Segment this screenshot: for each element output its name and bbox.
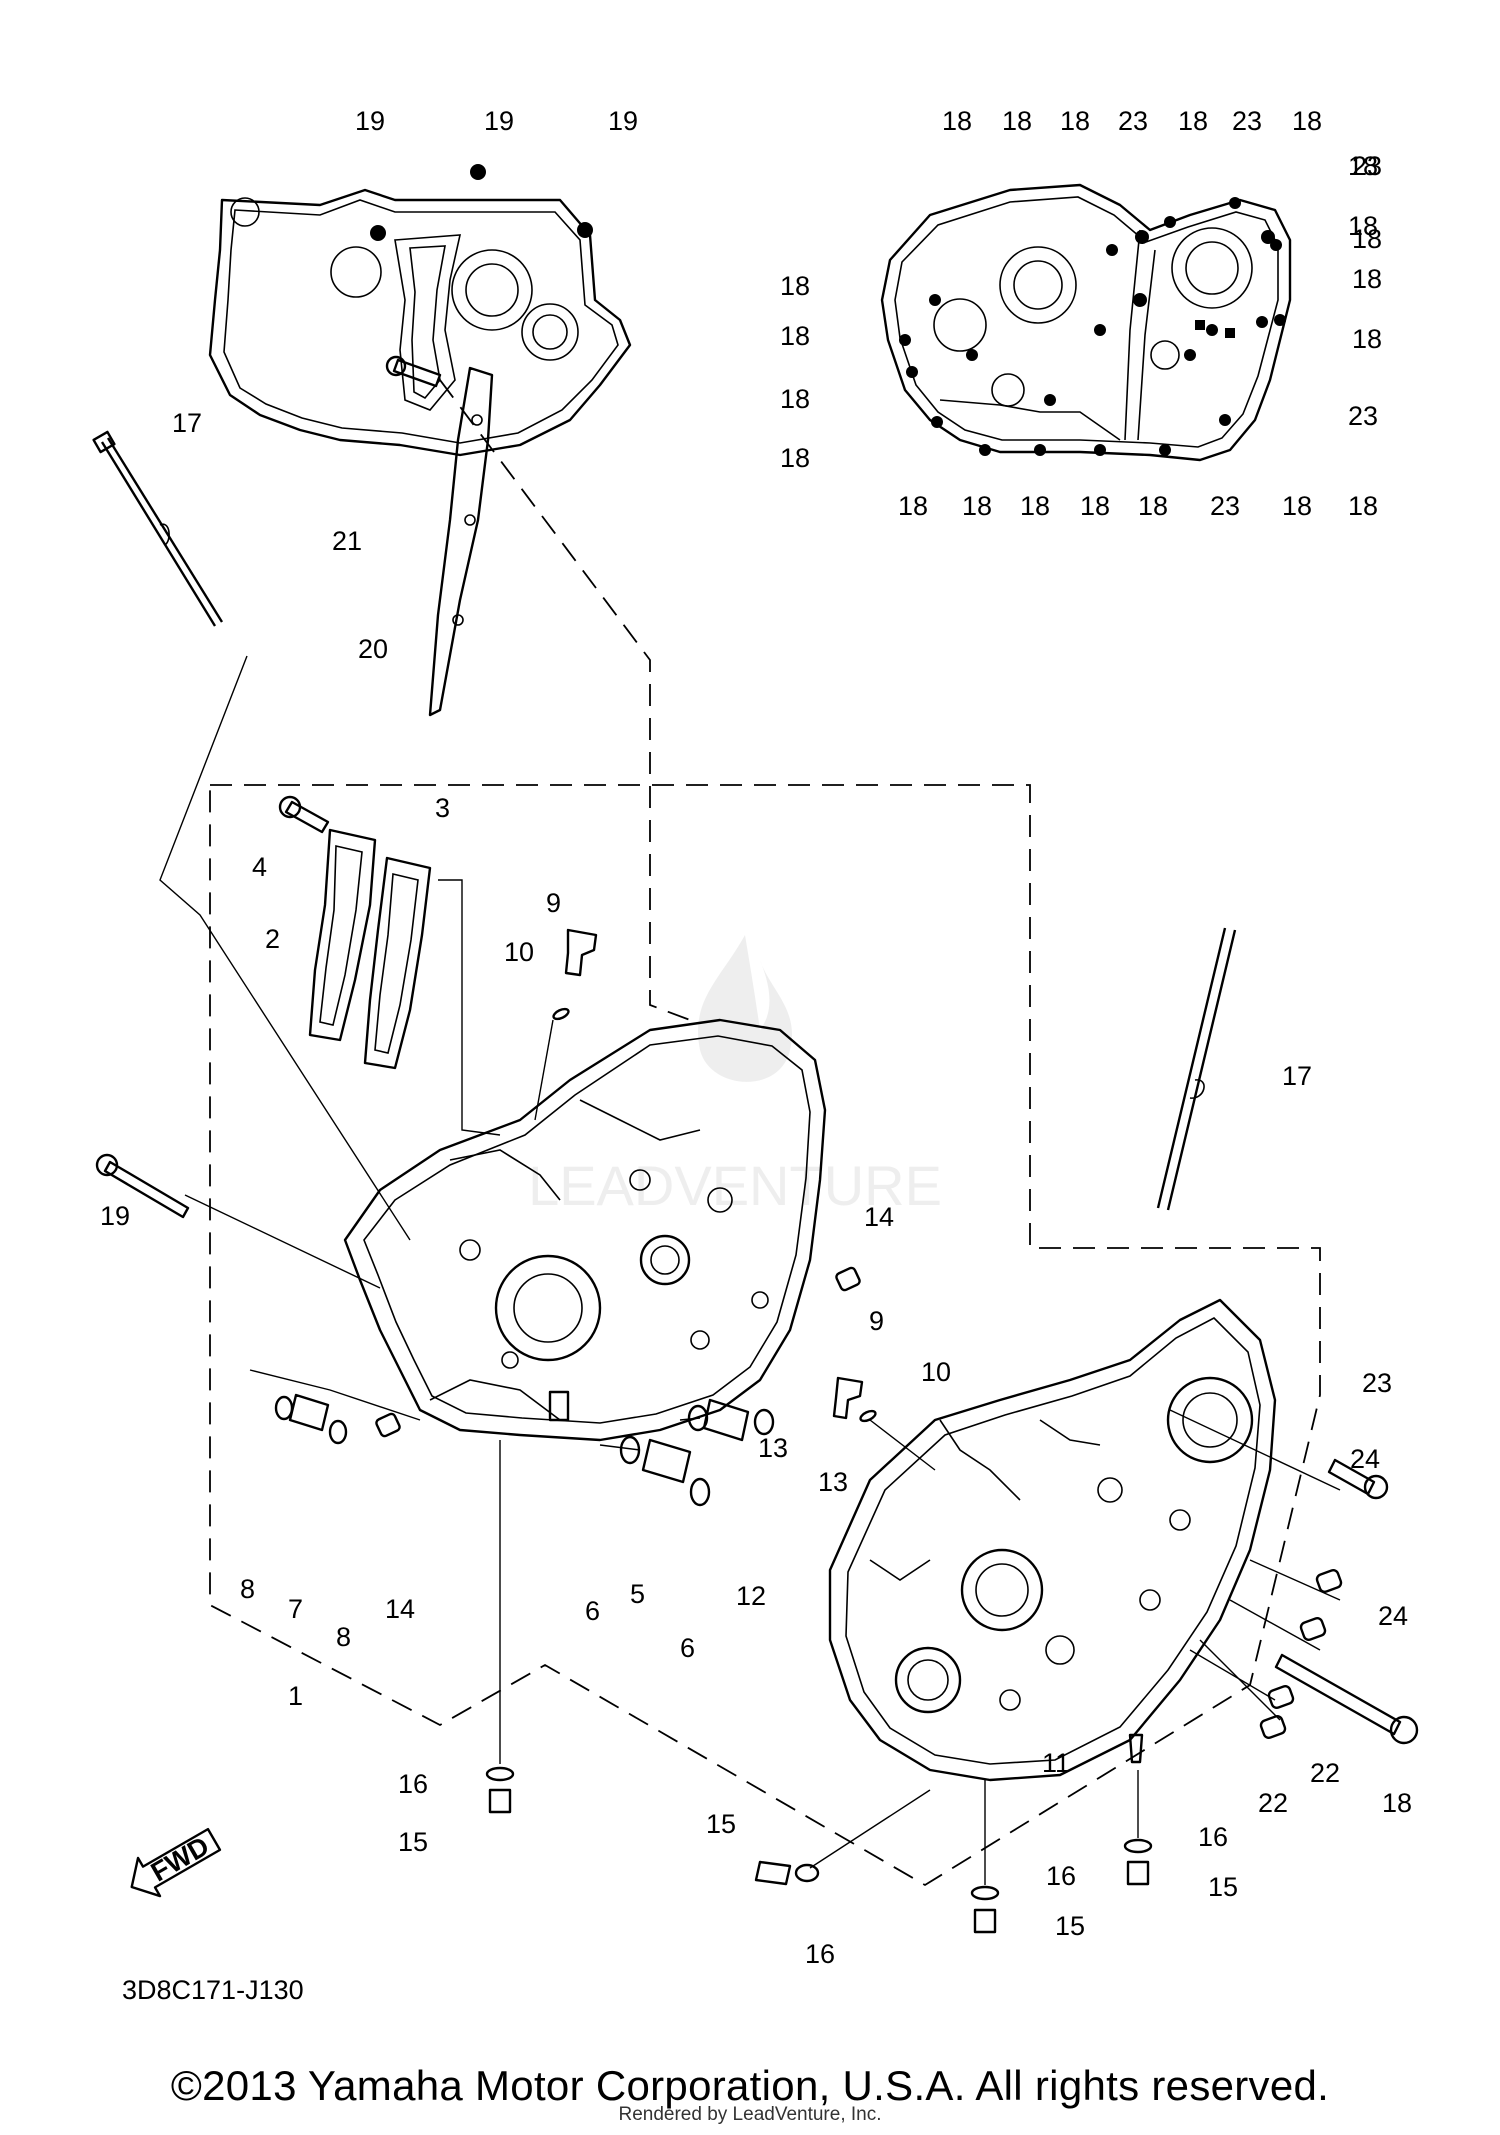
- callout: 18: [1292, 106, 1322, 136]
- callout: 23: [1232, 106, 1262, 136]
- callout: 13: [758, 1433, 788, 1463]
- callouts-top-left: 19 19 19: [355, 106, 638, 136]
- callout: 18: [1002, 106, 1032, 136]
- callout: 18: [1352, 324, 1382, 354]
- callout: 22: [1310, 1758, 1340, 1788]
- watermark-text: LEADVENTURE: [528, 1154, 942, 1217]
- callout: 19: [100, 1201, 130, 1231]
- callout: 18: [1080, 491, 1110, 521]
- flame-logo-icon: [698, 935, 793, 1082]
- callout: 12: [736, 1581, 766, 1611]
- fwd-arrow-icon: FWD: [130, 1827, 222, 1898]
- callout: 15: [1208, 1872, 1238, 1902]
- callout: 14: [385, 1594, 415, 1624]
- callout: 6: [680, 1633, 695, 1663]
- callout: 2: [265, 924, 280, 954]
- callouts-top-right: 18 18 18 23 18 23 18 23 18 18 18 18 18 1…: [780, 106, 1382, 521]
- callout: 24: [1350, 1444, 1380, 1474]
- callout: 18: [1060, 106, 1090, 136]
- small-parts: [274, 928, 1343, 1934]
- callout: 3: [435, 793, 450, 823]
- leader-lines: [159, 379, 1341, 1885]
- callout: 17: [172, 408, 202, 438]
- callout: 18: [780, 384, 810, 414]
- callout: 18: [780, 271, 810, 301]
- callout: 23: [1352, 151, 1382, 181]
- callout: 10: [504, 937, 534, 967]
- callout: 18: [942, 106, 972, 136]
- callout: 16: [398, 1769, 428, 1799]
- callout: 18: [1352, 224, 1382, 254]
- bolt-23: [1327, 1458, 1389, 1500]
- callout: 23: [1348, 401, 1378, 431]
- plate-3: [363, 856, 432, 1070]
- fwd-label: FWD: [146, 1831, 214, 1888]
- callout: 15: [1055, 1911, 1085, 1941]
- callout: 18: [1138, 491, 1168, 521]
- callout: 18: [1352, 264, 1382, 294]
- callout: 19: [608, 106, 638, 136]
- callout: 16: [805, 1939, 835, 1969]
- callout: 5: [630, 1579, 645, 1609]
- callout: 21: [332, 526, 362, 556]
- callout: 22: [1258, 1788, 1288, 1818]
- callout: 4: [252, 852, 267, 882]
- callout: 19: [484, 106, 514, 136]
- callout: 6: [585, 1596, 600, 1626]
- rendered-by-notice: Rendered by LeadVenture, Inc.: [618, 2104, 882, 2125]
- callout: 18: [780, 443, 810, 473]
- callout: 18: [962, 491, 992, 521]
- callout: 18: [1348, 211, 1378, 241]
- callout: 23: [1362, 1368, 1392, 1398]
- top-left-case-outline: [208, 164, 632, 457]
- bolt-4: [278, 795, 330, 834]
- bolt-19-main: [95, 1153, 190, 1219]
- top-right-case-outline: [880, 183, 1292, 462]
- callout: 15: [706, 1809, 736, 1839]
- callout: 18: [1178, 106, 1208, 136]
- callouts-main: 17 21 20 3 4 2 9 10 19 17 14 9 10 13 13 …: [100, 408, 1412, 1969]
- callout: 23: [1210, 491, 1240, 521]
- callout: 7: [288, 1594, 303, 1624]
- callout: 18: [1348, 491, 1378, 521]
- guide-20: [428, 366, 494, 717]
- callout: 1: [288, 1681, 303, 1711]
- callout: 18: [1382, 1788, 1412, 1818]
- stud-bolt-upper-left: [92, 430, 224, 627]
- callout: 24: [1378, 1601, 1408, 1631]
- callout: 13: [818, 1467, 848, 1497]
- callout: 9: [546, 888, 561, 918]
- callout: 19: [355, 106, 385, 136]
- copyright-notice: ©2013 Yamaha Motor Corporation, U.S.A. A…: [170, 2062, 1330, 2109]
- crankcase-left-half: [343, 1018, 827, 1442]
- callout: 18: [1282, 491, 1312, 521]
- callout: 8: [240, 1574, 255, 1604]
- callout: 18: [780, 321, 810, 351]
- callout: 16: [1198, 1822, 1228, 1852]
- watermark: LEADVENTURE: [528, 935, 942, 1217]
- callout: 15: [398, 1827, 428, 1857]
- bolt-21: [385, 355, 442, 388]
- crankcase-right-half: [828, 1298, 1277, 1782]
- callout: 14: [864, 1202, 894, 1232]
- callout: 23: [1118, 106, 1148, 136]
- callout: 16: [1046, 1861, 1076, 1891]
- callout: 20: [358, 634, 388, 664]
- callout: 18: [898, 491, 928, 521]
- bolt-18-long: [1274, 1653, 1419, 1745]
- gasket-2: [308, 828, 377, 1042]
- diagram-code: 3D8C171-J130: [122, 1975, 304, 2005]
- callout: 18: [1348, 151, 1378, 181]
- callout: 8: [336, 1622, 351, 1652]
- callout: 10: [921, 1357, 951, 1387]
- callout: 18: [1020, 491, 1050, 521]
- callout: 9: [869, 1306, 884, 1336]
- stud-bolt-right: [1156, 927, 1237, 1211]
- callout: 11: [1042, 1748, 1070, 1778]
- callout: 17: [1282, 1061, 1312, 1091]
